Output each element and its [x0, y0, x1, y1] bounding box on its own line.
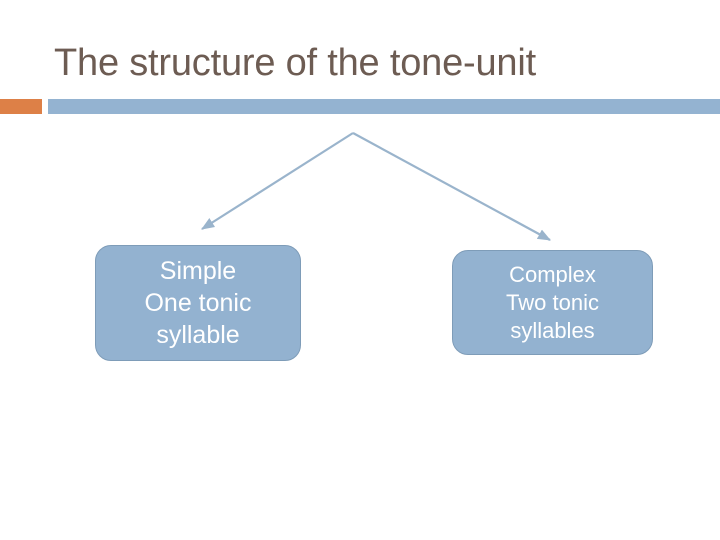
title-rule-accent [0, 99, 42, 114]
node-complex-line-3: syllables [510, 317, 595, 343]
node-simple-line-1: Simple [159, 257, 237, 285]
title-rule-bar [48, 99, 720, 114]
node-simple[interactable]: Simple One tonic syllable [95, 245, 301, 361]
connector-left-arrow [201, 132, 354, 230]
page-title: The structure of the tone-unit [54, 42, 536, 84]
node-simple-line-2: One tonic [144, 289, 252, 317]
node-complex-line-2: Two tonic [506, 289, 599, 315]
node-complex[interactable]: Complex Two tonic syllables [452, 250, 653, 355]
node-complex-line-1: Complex [509, 261, 596, 287]
connector-right-arrow [352, 132, 551, 241]
node-simple-line-3: syllable [156, 321, 240, 349]
